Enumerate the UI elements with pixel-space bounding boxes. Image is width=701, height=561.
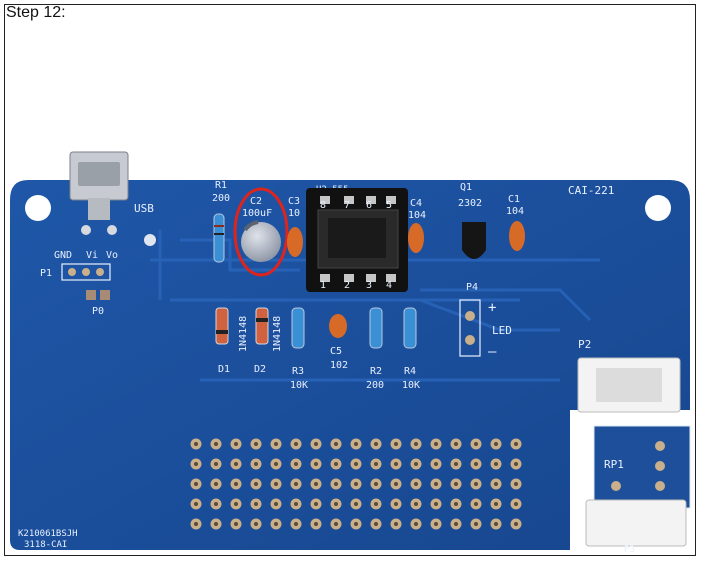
- q1-ref: Q1: [460, 182, 472, 193]
- p0-label: P0: [92, 306, 104, 317]
- step-label: Step 12:: [6, 4, 66, 21]
- ic-pin-1: 1: [320, 280, 326, 291]
- led-label: LED: [492, 324, 512, 337]
- rp1-label: RP1: [604, 458, 624, 471]
- pin-label-gnd: GND: [54, 250, 72, 261]
- p2-label: P2: [578, 338, 591, 351]
- d2-ref: D2: [254, 364, 266, 375]
- led-minus: —: [488, 344, 497, 360]
- r3-ref: R3: [292, 366, 304, 377]
- batch-code-2: 3118-CAI: [24, 540, 67, 550]
- mount-hole-right: [645, 195, 671, 221]
- ic-pin-7: 7: [344, 200, 350, 211]
- c5-ref: C5: [330, 346, 342, 357]
- mount-hole-left: [25, 195, 51, 221]
- d1-val: 1N4148: [238, 316, 249, 352]
- c5-val: 102: [330, 360, 348, 371]
- usb-connector: [69, 151, 129, 235]
- proto-grid: [190, 438, 522, 530]
- c3-val: 10: [288, 208, 300, 219]
- pcb-board: [10, 180, 690, 550]
- c4-ref: C4: [410, 198, 422, 209]
- r3-val: 10K: [290, 380, 308, 391]
- led-plus: +: [488, 300, 496, 316]
- ic-pin-3: 3: [366, 280, 372, 291]
- usb-label: USB: [134, 202, 154, 215]
- batch-code: K210061BSJH: [18, 529, 78, 539]
- r4-ref: R4: [404, 366, 416, 377]
- r4-val: 10K: [402, 380, 420, 391]
- ic-pin-4: 4: [386, 280, 392, 291]
- p4-label: P4: [466, 282, 478, 293]
- p3-label: P3: [624, 545, 635, 555]
- c1-ref: C1: [508, 194, 520, 205]
- d1-ref: D1: [218, 364, 230, 375]
- c2-ref: C2: [250, 196, 262, 207]
- r2-ref: R2: [370, 366, 382, 377]
- r2-val: 200: [366, 380, 384, 391]
- r1-val: 200: [212, 193, 230, 204]
- pin-label-vo: Vo: [106, 250, 118, 261]
- c1-val: 104: [506, 206, 524, 217]
- p3-connector: [585, 499, 687, 547]
- c4-val: 104: [408, 210, 426, 221]
- board-id: CAI-221: [568, 184, 614, 197]
- c3-ref: C3: [288, 196, 300, 207]
- ic-pin-2: 2: [344, 280, 350, 291]
- pin-label-vi: Vi: [86, 250, 98, 261]
- ic-pin-5: 5: [386, 200, 392, 211]
- r1-ref: R1: [215, 180, 227, 191]
- c2-val: 100uF: [242, 208, 272, 219]
- c2-capacitor: [241, 222, 281, 262]
- d2-val: 1N4148: [272, 316, 283, 352]
- ic-pin-6: 6: [366, 200, 372, 211]
- ic-pin-8: 8: [320, 200, 326, 211]
- highlight-circle: [233, 187, 289, 277]
- p1-label: P1: [40, 268, 52, 279]
- q1-val: 2302: [458, 198, 482, 209]
- via: [144, 234, 156, 246]
